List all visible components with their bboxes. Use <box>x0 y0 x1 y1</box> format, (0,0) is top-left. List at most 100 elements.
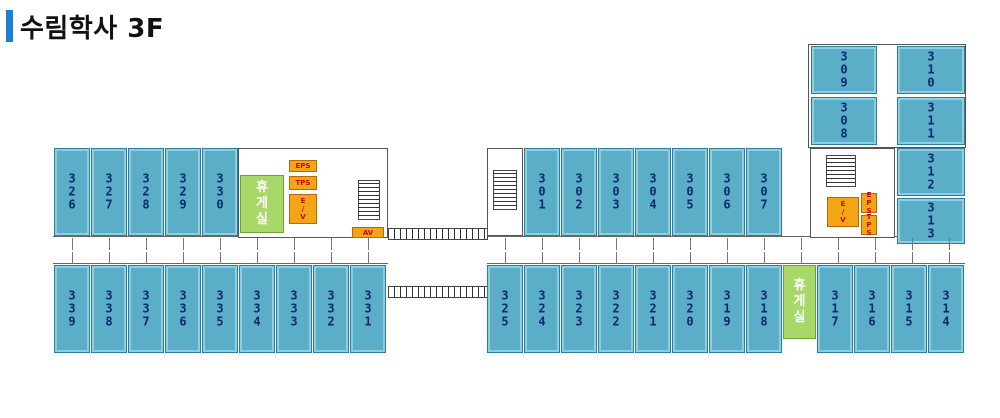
door-mark <box>912 252 913 264</box>
utility-label: E / V <box>840 200 846 224</box>
corridor-east <box>487 236 965 264</box>
room-309[interactable]: 3 0 9 <box>811 46 877 94</box>
utility-label: E / V <box>300 197 306 221</box>
eps-west: EPS <box>289 160 317 172</box>
room-329[interactable]: 3 2 9 <box>165 148 201 236</box>
door-mark <box>949 252 950 264</box>
room-307[interactable]: 3 0 7 <box>746 148 782 236</box>
room-311[interactable]: 3 1 1 <box>897 97 965 145</box>
room-label: 3 0 7 <box>760 171 768 212</box>
room-320[interactable]: 3 2 0 <box>672 265 708 353</box>
room-326[interactable]: 3 2 6 <box>54 148 90 236</box>
door-mark <box>764 238 765 250</box>
room-label: 3 1 9 <box>723 288 731 329</box>
room-label: 3 2 2 <box>612 288 620 329</box>
door-mark <box>257 238 258 250</box>
lounge-east[interactable]: 휴 게 실 <box>783 265 816 339</box>
room-label: 3 1 8 <box>760 288 768 329</box>
room-303[interactable]: 3 0 3 <box>598 148 634 236</box>
door-mark <box>764 252 765 264</box>
room-335[interactable]: 3 3 5 <box>202 265 238 353</box>
door-mark <box>912 238 913 250</box>
room-label: 3 1 2 <box>927 151 935 192</box>
door-mark <box>838 238 839 250</box>
door-mark <box>72 238 73 250</box>
room-label: 3 0 4 <box>649 171 657 212</box>
tps-east: T P S <box>861 213 877 237</box>
ev-east: E / V <box>827 197 859 227</box>
room-label: 3 0 1 <box>538 171 546 212</box>
room-339[interactable]: 3 3 9 <box>54 265 90 353</box>
room-label: 3 2 9 <box>179 171 187 212</box>
bridge-upper <box>388 228 488 240</box>
door-mark <box>875 252 876 264</box>
door-mark <box>109 238 110 250</box>
door-mark <box>257 252 258 264</box>
room-label: 3 3 2 <box>327 288 335 329</box>
door-mark <box>331 252 332 264</box>
door-mark <box>368 238 369 250</box>
room-label: 3 0 3 <box>612 171 620 212</box>
room-332[interactable]: 3 3 2 <box>313 265 349 353</box>
room-313[interactable]: 3 1 3 <box>897 198 965 244</box>
room-305[interactable]: 3 0 5 <box>672 148 708 236</box>
door-mark <box>949 238 950 250</box>
door-mark <box>368 252 369 264</box>
door-mark <box>72 252 73 264</box>
room-308[interactable]: 3 0 8 <box>811 97 877 145</box>
room-337[interactable]: 3 3 7 <box>128 265 164 353</box>
room-label: 3 3 6 <box>179 288 187 329</box>
room-334[interactable]: 3 3 4 <box>239 265 275 353</box>
room-label: 3 2 7 <box>105 171 113 212</box>
door-mark <box>727 238 728 250</box>
door-mark <box>294 252 295 264</box>
room-333[interactable]: 3 3 3 <box>276 265 312 353</box>
room-321[interactable]: 3 2 1 <box>635 265 671 353</box>
room-323[interactable]: 3 2 3 <box>561 265 597 353</box>
door-mark <box>875 238 876 250</box>
room-304[interactable]: 3 0 4 <box>635 148 671 236</box>
room-338[interactable]: 3 3 8 <box>91 265 127 353</box>
floor-title: 수림학사 3F <box>20 14 165 44</box>
room-label: 3 0 9 <box>840 49 848 90</box>
room-317[interactable]: 3 1 7 <box>817 265 853 353</box>
room-label: 3 2 6 <box>68 171 76 212</box>
eps-east: E P S <box>861 191 877 215</box>
room-315[interactable]: 3 1 5 <box>891 265 927 353</box>
door-mark <box>542 238 543 250</box>
room-310[interactable]: 3 1 0 <box>897 46 965 94</box>
room-319[interactable]: 3 1 9 <box>709 265 745 353</box>
room-324[interactable]: 3 2 4 <box>524 265 560 353</box>
room-312[interactable]: 3 1 2 <box>897 148 965 196</box>
room-330[interactable]: 3 3 0 <box>202 148 238 236</box>
room-label: 3 2 0 <box>686 288 694 329</box>
room-label: 3 2 3 <box>575 288 583 329</box>
lounge-label: 휴 게 실 <box>256 180 268 227</box>
tps-west: TPS <box>289 176 317 190</box>
room-331[interactable]: 3 3 1 <box>350 265 386 353</box>
room-314[interactable]: 3 1 4 <box>928 265 964 353</box>
door-mark <box>109 252 110 264</box>
room-306[interactable]: 3 0 6 <box>709 148 745 236</box>
room-label: 3 3 7 <box>142 288 150 329</box>
room-322[interactable]: 3 2 2 <box>598 265 634 353</box>
room-316[interactable]: 3 1 6 <box>854 265 890 353</box>
room-325[interactable]: 3 2 5 <box>487 265 523 353</box>
door-mark <box>727 252 728 264</box>
door-mark <box>653 252 654 264</box>
room-301[interactable]: 3 0 1 <box>524 148 560 236</box>
door-mark <box>690 252 691 264</box>
room-336[interactable]: 3 3 6 <box>165 265 201 353</box>
door-mark <box>505 252 506 264</box>
room-318[interactable]: 3 1 8 <box>746 265 782 353</box>
door-mark <box>653 238 654 250</box>
room-327[interactable]: 3 2 7 <box>91 148 127 236</box>
door-mark <box>505 238 506 250</box>
door-mark <box>331 238 332 250</box>
door-mark <box>616 252 617 264</box>
room-302[interactable]: 3 0 2 <box>561 148 597 236</box>
lounge-west[interactable]: 휴 게 실 <box>240 175 284 233</box>
room-328[interactable]: 3 2 8 <box>128 148 164 236</box>
room-label: 3 3 5 <box>216 288 224 329</box>
stairs-center <box>493 170 517 210</box>
